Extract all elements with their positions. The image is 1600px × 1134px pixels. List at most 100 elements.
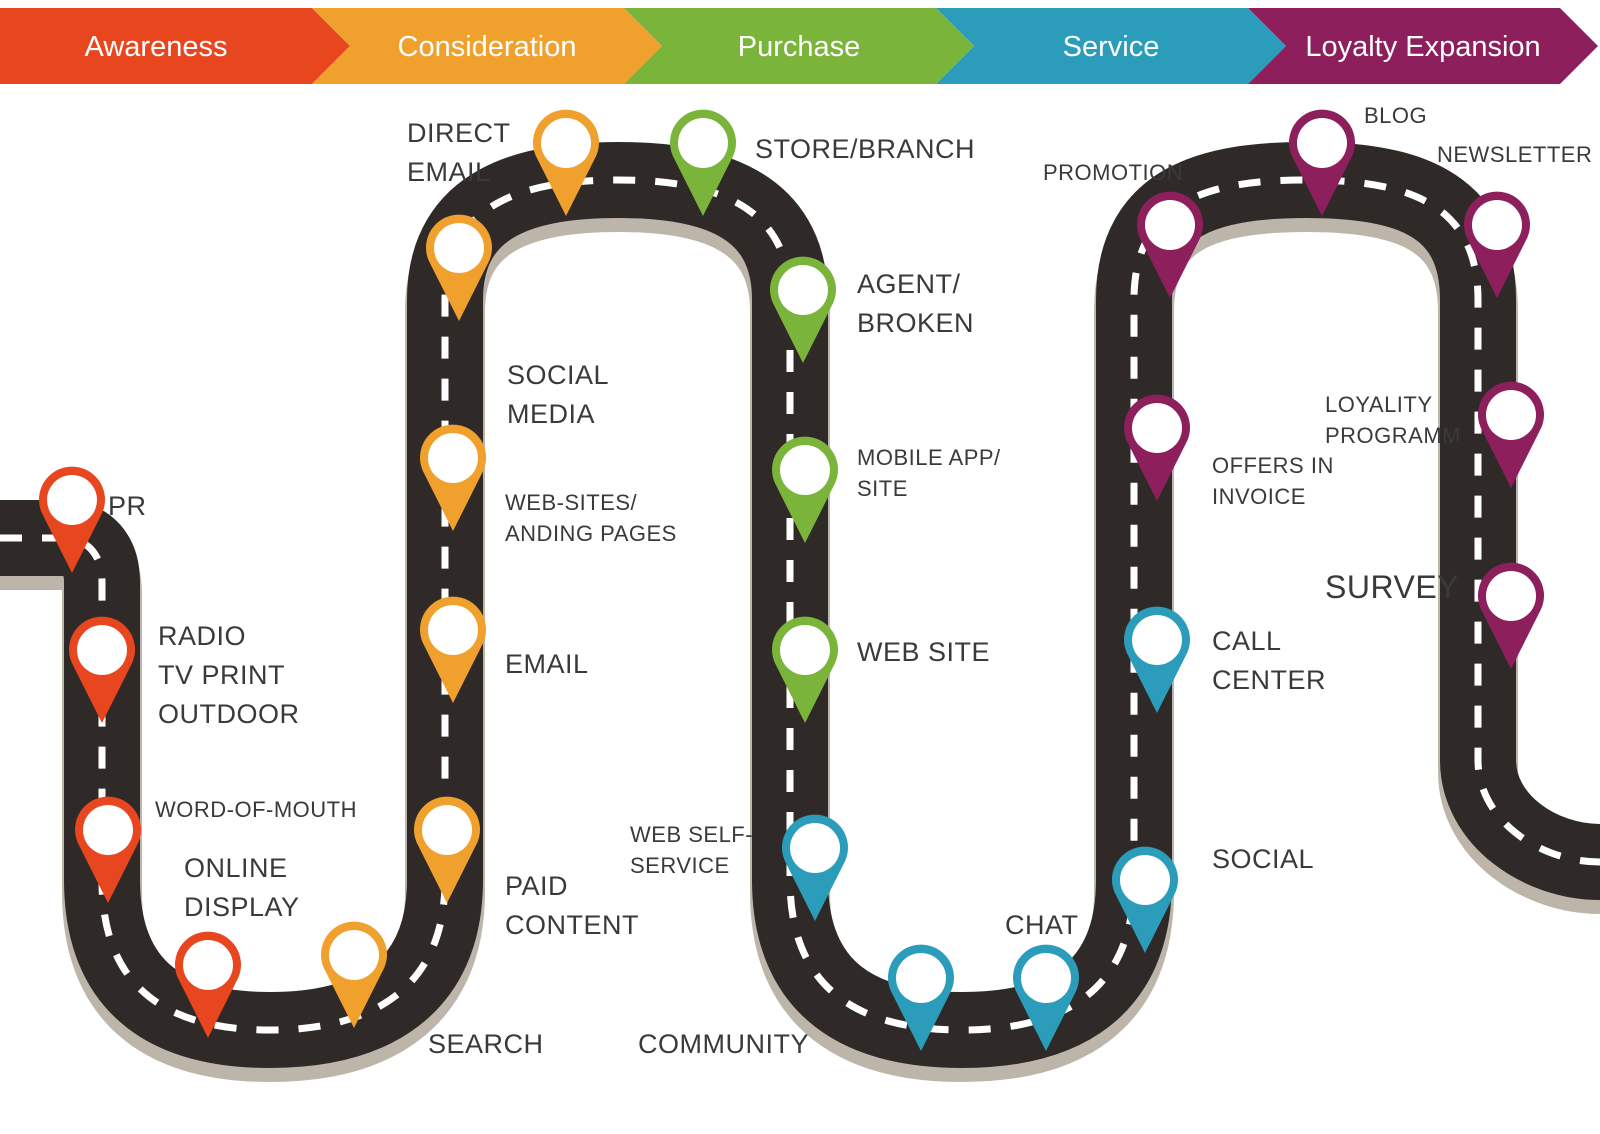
- pin-radio-tv-print-outdoor: [69, 616, 135, 723]
- label-paid-content-line: CONTENT: [505, 910, 639, 940]
- pin-direct-email: [533, 109, 599, 216]
- stage-purchase: Purchase: [624, 8, 974, 84]
- pin-direct-email-hole: [541, 118, 591, 168]
- pin-blog: [1289, 109, 1355, 216]
- pin-search: [321, 921, 388, 1028]
- label-web-site-line: WEB SITE: [857, 637, 990, 667]
- label-survey: SURVEY: [1325, 569, 1459, 605]
- label-paid-content-line: PAID: [505, 871, 568, 901]
- stage-loyalty-label: Loyalty Expansion: [1305, 31, 1540, 63]
- label-store-branch-line: STORE/BRANCH: [755, 134, 975, 164]
- label-newsletter: NEWSLETTER: [1437, 142, 1592, 167]
- pin-mobile-app-site-hole: [780, 445, 830, 495]
- label-web-self-service-line: WEB SELF-: [630, 822, 753, 847]
- stage-consideration-arrow: [312, 8, 662, 84]
- label-store-branch: STORE/BRANCH: [755, 134, 975, 164]
- stage-service-arrow: [936, 8, 1286, 84]
- pin-mobile-app-site: [772, 436, 838, 543]
- label-word-of-mouth-line: WORD-OF-MOUTH: [155, 797, 357, 822]
- label-promotion-line: PROMOTION: [1043, 160, 1183, 185]
- pin-chat-hole: [1021, 953, 1071, 1003]
- label-promotion: PROMOTION: [1043, 160, 1183, 185]
- label-pr-line: PR: [108, 491, 147, 521]
- pin-community-hole: [896, 953, 946, 1003]
- label-web-site: WEB SITE: [857, 637, 990, 667]
- pin-agent-broken: [770, 256, 836, 363]
- stage-consideration: Consideration: [312, 8, 662, 84]
- touchpoint-pins: [39, 109, 1545, 1051]
- pin-online-display: [175, 931, 242, 1038]
- label-loyality-programm: LOYALITY PROGRAMM: [1325, 392, 1461, 448]
- label-chat: CHAT: [1005, 910, 1079, 940]
- label-offers-in-invoice-line: INVOICE: [1212, 484, 1306, 509]
- pin-email-hole: [428, 605, 478, 655]
- pin-blog-hole: [1297, 118, 1347, 168]
- label-social-media-line: MEDIA: [507, 399, 595, 429]
- label-agent-broken-line: BROKEN: [857, 308, 974, 338]
- label-blog-line: BLOG: [1364, 103, 1427, 128]
- label-online-display-line: DISPLAY: [184, 892, 300, 922]
- pin-web-self-service: [782, 814, 848, 921]
- pin-loyality-programm-hole: [1486, 390, 1536, 440]
- label-mobile-app-site: MOBILE APP/SITE: [857, 445, 1001, 501]
- label-blog: BLOG: [1364, 103, 1427, 128]
- pin-chat: [1013, 944, 1079, 1051]
- label-social: SOCIAL: [1212, 844, 1314, 874]
- label-chat-line: CHAT: [1005, 910, 1079, 940]
- stage-purchase-arrow: [624, 8, 974, 84]
- pin-call-center-hole: [1132, 615, 1182, 665]
- stage-awareness-arrow: [0, 8, 350, 84]
- pin-store-branch-hole: [678, 118, 728, 168]
- pin-web-self-service-hole: [790, 823, 840, 873]
- label-web-self-service: WEB SELF-SERVICE: [630, 822, 753, 878]
- pin-search-hole: [329, 930, 379, 980]
- label-radio-tv-print-outdoor-line: TV PRINT: [158, 660, 285, 690]
- pin-call-center: [1124, 606, 1190, 713]
- label-mobile-app-site-line: SITE: [857, 476, 908, 501]
- pin-survey: [1478, 562, 1545, 669]
- pin-promotion: [1137, 191, 1203, 298]
- pin-social-media: [426, 214, 493, 321]
- label-loyality-programm-line: LOYALITY: [1325, 392, 1433, 417]
- pin-online-display-hole: [183, 940, 233, 990]
- pin-web-sites-landing-pages: [420, 424, 486, 531]
- label-call-center-line: CALL: [1212, 626, 1282, 656]
- pin-pr: [39, 466, 105, 573]
- label-word-of-mouth: WORD-OF-MOUTH: [155, 797, 357, 822]
- pin-paid-content: [413, 796, 480, 903]
- pin-radio-tv-print-outdoor-hole: [77, 625, 127, 675]
- stage-awareness-label: Awareness: [85, 31, 228, 63]
- pin-loyality-programm: [1478, 381, 1544, 488]
- label-search-line: SEARCH: [428, 1029, 544, 1059]
- pin-web-site: [772, 616, 838, 723]
- label-community: COMMUNITY: [638, 1029, 809, 1059]
- label-mobile-app-site-line: MOBILE APP/: [857, 445, 1001, 470]
- label-direct-email-line: DIRECT: [407, 118, 511, 148]
- label-email-line: EMAIL: [505, 649, 589, 679]
- pin-social-media-hole: [434, 223, 484, 273]
- label-web-sites-landing-pages-line: WEB-SITES/: [505, 490, 638, 515]
- pin-offers-in-invoice: [1124, 394, 1190, 501]
- pin-social: [1112, 846, 1178, 953]
- label-agent-broken-line: AGENT/: [857, 269, 961, 299]
- label-paid-content: PAID CONTENT: [505, 871, 639, 940]
- pin-agent-broken-hole: [778, 265, 828, 315]
- pin-web-site-hole: [780, 625, 830, 675]
- pin-paid-content-hole: [422, 805, 472, 855]
- road: [0, 142, 1600, 1082]
- stage-awareness: Awareness: [0, 8, 350, 84]
- pin-community: [888, 944, 954, 1051]
- label-radio-tv-print-outdoor-line: RADIO: [158, 621, 246, 651]
- stage-loyalty: Loyalty Expansion: [1248, 8, 1598, 84]
- label-web-sites-landing-pages-line: ANDING PAGES: [505, 521, 677, 546]
- stage-purchase-label: Purchase: [738, 31, 861, 63]
- label-online-display-line: ONLINE: [184, 853, 288, 883]
- label-loyality-programm-line: PROGRAMM: [1325, 423, 1461, 448]
- label-search: SEARCH: [428, 1029, 544, 1059]
- pin-word-of-mouth-hole: [83, 805, 133, 855]
